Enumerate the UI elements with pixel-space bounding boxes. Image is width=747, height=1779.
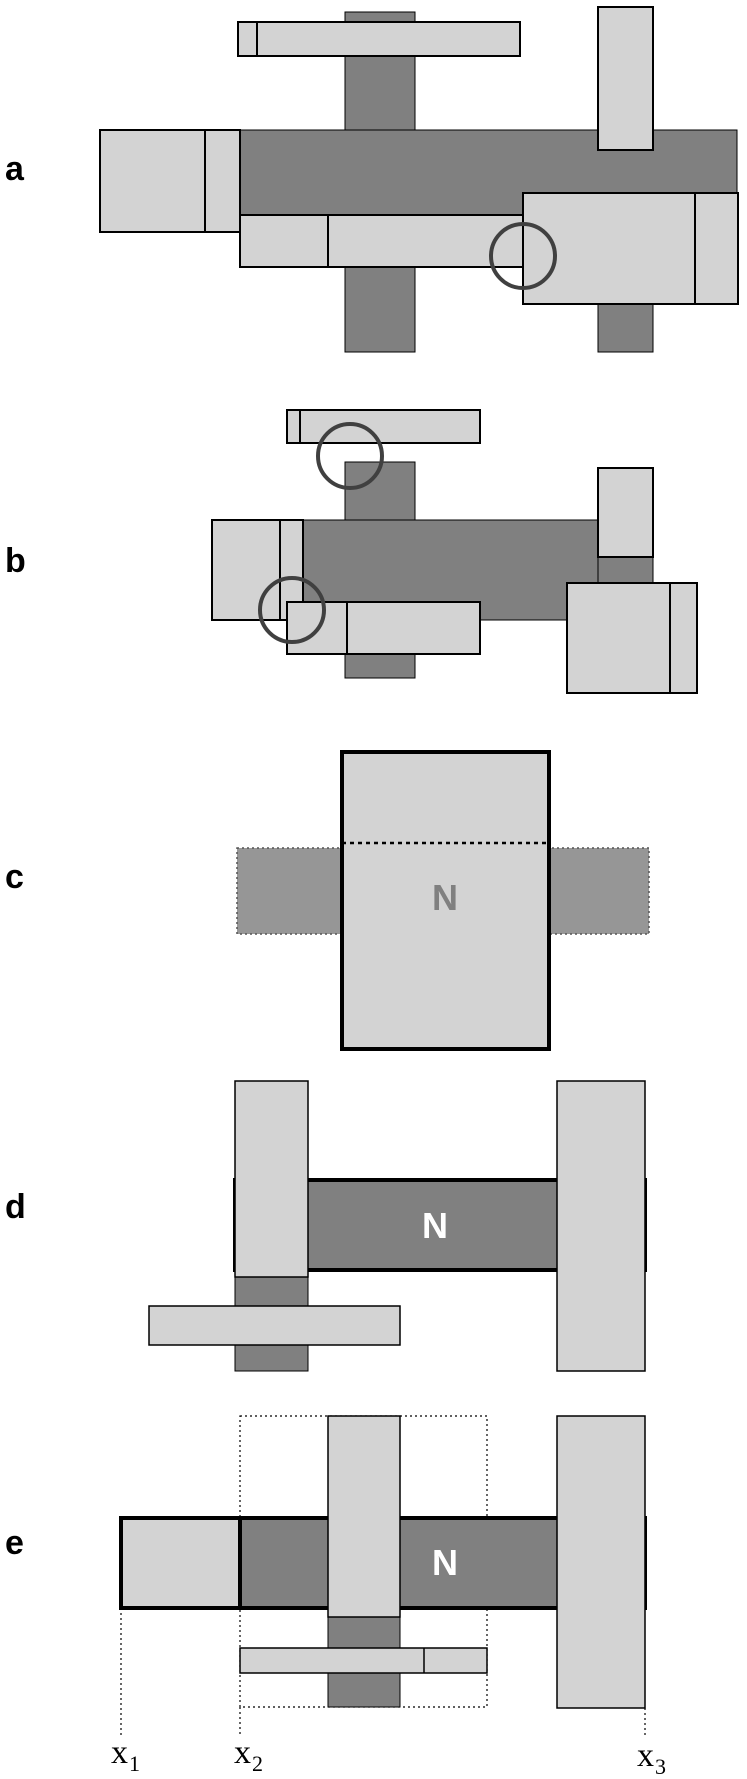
light-rect [239, 214, 524, 268]
light-rect [566, 582, 698, 694]
light-rect [286, 601, 481, 655]
highlight-circle [258, 576, 326, 644]
x2-base: x [234, 1734, 251, 1771]
panel-d: d N [5, 1080, 647, 1372]
light-rect [556, 1080, 646, 1372]
x3-base: x [637, 1737, 654, 1774]
highlight-circle [316, 422, 384, 490]
x1-base: x [111, 1734, 128, 1771]
panel-label-d: d [5, 1188, 26, 1226]
light-rect [286, 409, 481, 444]
x2-marker-label: x 2 [234, 1734, 263, 1776]
node-label-n: N [432, 877, 458, 918]
panel-e: e N x 1 x 2 x 3 [5, 1415, 666, 1779]
light-rect [556, 1415, 646, 1709]
light-rect [237, 21, 521, 57]
light-rect [234, 1080, 309, 1278]
panel-c: c N [5, 750, 650, 1051]
x2-subscript: 2 [252, 1751, 263, 1776]
node-label-n: N [432, 1542, 458, 1583]
light-rect [327, 1415, 401, 1618]
light-rect [597, 6, 654, 151]
light-rect [148, 1305, 401, 1346]
x1-marker-label: x 1 [111, 1734, 140, 1776]
panel-label-c: c [5, 858, 24, 896]
panel-a: a [5, 6, 739, 353]
panel-label-e: e [5, 1524, 24, 1562]
x3-marker-label: x 3 [637, 1737, 666, 1779]
light-rect [99, 129, 241, 233]
light-rect [597, 467, 654, 558]
panel-b: b [5, 409, 698, 694]
light-rect [239, 1647, 488, 1674]
light-rect [119, 1516, 242, 1610]
panel-label-b: b [5, 542, 26, 580]
node-label-n: N [422, 1205, 448, 1246]
x1-subscript: 1 [129, 1751, 140, 1776]
panel-label-a: a [5, 150, 25, 188]
light-rect [522, 192, 739, 305]
highlight-circle [489, 222, 557, 290]
node-rect [340, 750, 551, 1051]
x3-subscript: 3 [655, 1754, 666, 1779]
